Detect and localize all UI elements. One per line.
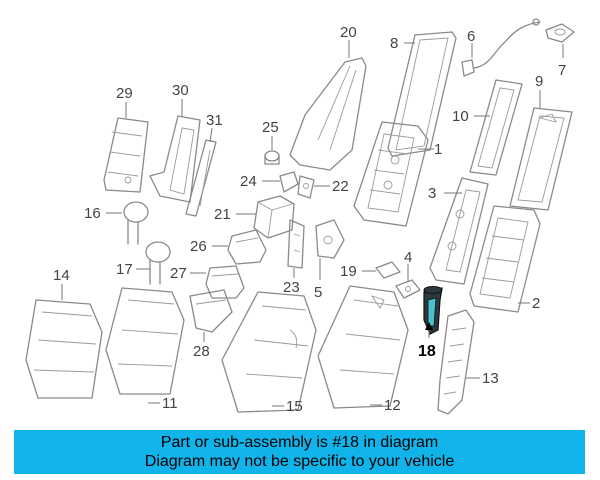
callout-7: 7 [558, 62, 566, 79]
part-4-bracket [395, 279, 421, 299]
part-2-backrest-frame-right [469, 205, 541, 313]
part-8-backrest-panel [387, 31, 457, 157]
callout-1: 1 [434, 141, 442, 158]
callout-9: 9 [535, 73, 543, 90]
info-banner: Part or sub-assembly is #18 in diagram D… [14, 430, 585, 474]
part-3-side-frame [429, 177, 489, 285]
part-16-headrest [123, 201, 149, 245]
callout-13: 13 [482, 370, 499, 387]
part-26-cover [227, 229, 267, 265]
part-24-bracket [279, 171, 299, 193]
callout-11: 11 [162, 395, 178, 412]
callout-20: 20 [340, 24, 357, 41]
part-7-clip [545, 23, 575, 43]
part-18-actuator [423, 286, 443, 335]
part-6-cable [461, 18, 541, 77]
callout-29: 29 [116, 85, 133, 102]
part-25-knob [264, 150, 280, 165]
callout-18-highlighted: 18 [418, 343, 436, 360]
callout-8: 8 [390, 35, 398, 52]
part-15-seat-pad [221, 291, 317, 413]
callout-15: 15 [286, 398, 303, 415]
callout-22: 22 [332, 178, 349, 195]
parts-diagram: 1 2 3 4 5 6 7 8 9 10 11 12 13 14 15 16 1… [25, 18, 575, 415]
part-31-strip [185, 139, 217, 217]
part-22-bracket [297, 175, 315, 199]
callout-27: 27 [170, 265, 187, 282]
part-14-cushion [25, 299, 103, 399]
part-12-seat-pad [317, 285, 409, 409]
part-20-back-cover [289, 57, 367, 171]
callout-16: 16 [84, 205, 101, 222]
callout-21: 21 [214, 206, 231, 223]
callout-25: 25 [262, 119, 279, 136]
part-17-headrest [145, 241, 171, 285]
callout-12: 12 [384, 397, 401, 414]
part-19-clip [375, 261, 401, 279]
part-29-armrest [103, 117, 149, 193]
callout-26: 26 [190, 238, 207, 255]
part-10-trim-strip [469, 79, 523, 176]
part-13-backing-panel [437, 309, 475, 415]
callout-2: 2 [532, 295, 540, 312]
callout-3: 3 [428, 185, 436, 202]
callout-4: 4 [404, 249, 412, 266]
part-21-housing [253, 195, 295, 239]
part-9-rear-panel [509, 107, 573, 211]
part-23-rail [287, 219, 305, 269]
banner-line-2: Diagram may not be specific to your vehi… [144, 453, 455, 470]
callout-31: 31 [206, 112, 223, 129]
part-27-cover [205, 265, 245, 299]
callout-28: 28 [193, 343, 210, 360]
callout-23: 23 [283, 279, 300, 296]
callout-5: 5 [314, 284, 322, 301]
part-5-bracket [315, 219, 345, 259]
callout-10: 10 [452, 108, 469, 125]
callout-6: 6 [467, 28, 475, 45]
banner-line-1: Part or sub-assembly is #18 in diagram [160, 434, 439, 451]
callout-14: 14 [53, 267, 70, 284]
part-30-armrest-frame [149, 115, 201, 203]
callout-24: 24 [240, 173, 257, 190]
part-11-cushion [105, 287, 185, 395]
callout-30: 30 [172, 82, 189, 99]
part-1-backrest-frame [353, 121, 429, 227]
callout-17: 17 [116, 261, 133, 278]
part-28-tray [189, 289, 233, 333]
callout-19: 19 [340, 263, 357, 280]
